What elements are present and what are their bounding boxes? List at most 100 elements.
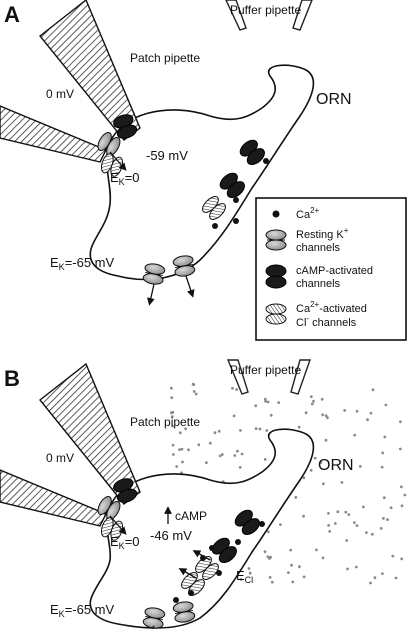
odorant-dot xyxy=(264,399,267,403)
odorant-dot xyxy=(355,524,359,527)
ca-dot-b-3 xyxy=(209,545,215,551)
odorant-dot xyxy=(236,449,239,453)
odorant-dot xyxy=(233,454,237,457)
odorant-dot xyxy=(170,411,173,415)
odorant-dot xyxy=(324,414,328,417)
odorant-dot xyxy=(324,438,328,442)
ca-dot-b-4 xyxy=(200,555,206,561)
odorant-dot xyxy=(235,388,239,391)
odorant-dot xyxy=(239,429,242,432)
odorant-dot xyxy=(354,565,358,569)
odorant-dot xyxy=(269,413,273,417)
odorant-dot xyxy=(232,414,236,418)
odorant-dot xyxy=(291,580,295,584)
side-pipette-b xyxy=(0,469,107,527)
odorant-dot xyxy=(309,468,313,472)
odorant-dot xyxy=(321,413,324,417)
camp-label-b: cAMP xyxy=(175,509,207,523)
odorant-dot xyxy=(386,518,389,521)
odorant-dot xyxy=(220,453,224,456)
odorant-dot xyxy=(400,485,403,489)
odorant-dot xyxy=(309,395,313,398)
ca-dot-a-3 xyxy=(233,218,239,224)
k-efflux-arrow-a-3 xyxy=(185,275,195,298)
odorant-dot xyxy=(400,557,404,561)
odorant-dot xyxy=(266,400,270,404)
odorant-dot xyxy=(336,510,340,514)
odorant-dot xyxy=(290,563,293,567)
odorant-dot xyxy=(178,448,181,451)
odorant-dot xyxy=(327,524,330,527)
odorant-dot xyxy=(192,383,196,386)
odorant-dot xyxy=(328,530,332,533)
odorant-dot xyxy=(353,521,356,524)
ek-zero-a: EK=0 xyxy=(110,170,140,187)
odorant-dot xyxy=(180,447,184,451)
side-pipette-a xyxy=(0,105,107,163)
odorant-dot xyxy=(319,460,323,464)
odorant-dot xyxy=(258,427,262,431)
odorant-dot xyxy=(312,399,315,403)
ek-65-b: EK=-65 mV xyxy=(50,602,115,619)
odorant-dot xyxy=(265,429,269,432)
puffer-pipette-b-label: Puffer pipette xyxy=(230,363,301,377)
panel-a-letter: A xyxy=(4,2,20,27)
odorant-dot xyxy=(194,392,198,396)
odorant-dot xyxy=(239,578,243,581)
odorant-dot xyxy=(382,496,386,500)
odorant-dot xyxy=(326,416,329,420)
legend-resting-k-label-2: channels xyxy=(296,242,341,254)
ca-dot-a-1 xyxy=(263,158,269,164)
odorant-dot xyxy=(384,403,388,407)
panel-a: A Puffer pipette Patch pipette 0 mV ORN … xyxy=(0,0,352,306)
odorant-dot xyxy=(371,388,375,392)
ecl-b: ECl xyxy=(236,568,253,585)
odorant-dot xyxy=(403,493,407,497)
ca-dot-b-5 xyxy=(216,570,222,576)
odorant-dot xyxy=(362,505,365,509)
odorant-dot xyxy=(344,510,348,514)
odorant-dot xyxy=(297,425,301,429)
odorant-dot xyxy=(171,424,175,428)
odorant-dot xyxy=(315,548,318,552)
orn-label-b: ORN xyxy=(318,457,354,474)
odorant-dot xyxy=(343,409,347,412)
odorant-dot xyxy=(379,527,383,530)
zero-mv-b: 0 mV xyxy=(46,451,74,465)
odorant-dot xyxy=(254,427,258,430)
odorant-dot xyxy=(248,571,252,575)
puffer-pipette-a: Puffer pipette xyxy=(225,0,313,31)
odorant-dot xyxy=(266,555,270,559)
odorant-dot xyxy=(373,576,377,580)
odorant-dot xyxy=(355,409,359,413)
legend-camp-label: cAMP-activated xyxy=(296,265,373,277)
odorant-dot xyxy=(381,572,384,575)
odorant-dot xyxy=(340,481,344,484)
ca-dot-b-6 xyxy=(188,590,194,596)
panel-b-letter: B xyxy=(4,366,20,391)
legend-resting-k-icon xyxy=(265,229,287,251)
odorant-dot xyxy=(247,567,251,570)
cl-efflux-arrow-b-2 xyxy=(178,568,197,579)
odorant-dot xyxy=(370,532,374,536)
odorant-dot xyxy=(263,397,267,401)
k-efflux-arrow-a-1 xyxy=(109,151,127,171)
odorant-dot xyxy=(366,418,369,422)
odorant-dot xyxy=(389,506,393,510)
odorant-dot xyxy=(197,443,201,447)
odorant-dot xyxy=(289,548,293,552)
membrane-potential-b: -46 mV xyxy=(150,528,192,543)
ek-65-a: EK=-65 mV xyxy=(50,255,115,272)
ek-zero-b: EK=0 xyxy=(110,534,140,551)
odorant-dot xyxy=(263,550,267,554)
orn-label-a: ORN xyxy=(316,91,352,108)
odorant-dot xyxy=(302,575,306,579)
ca-dot-b-7 xyxy=(173,597,179,603)
odorant-dot xyxy=(321,556,325,560)
legend-camp-label-2: channels xyxy=(296,278,341,290)
ca-dot-b-1 xyxy=(259,521,265,527)
odorant-dot xyxy=(279,523,282,526)
odorant-dot xyxy=(218,454,222,458)
odorant-dot xyxy=(345,539,349,542)
odorant-dot xyxy=(369,581,372,585)
